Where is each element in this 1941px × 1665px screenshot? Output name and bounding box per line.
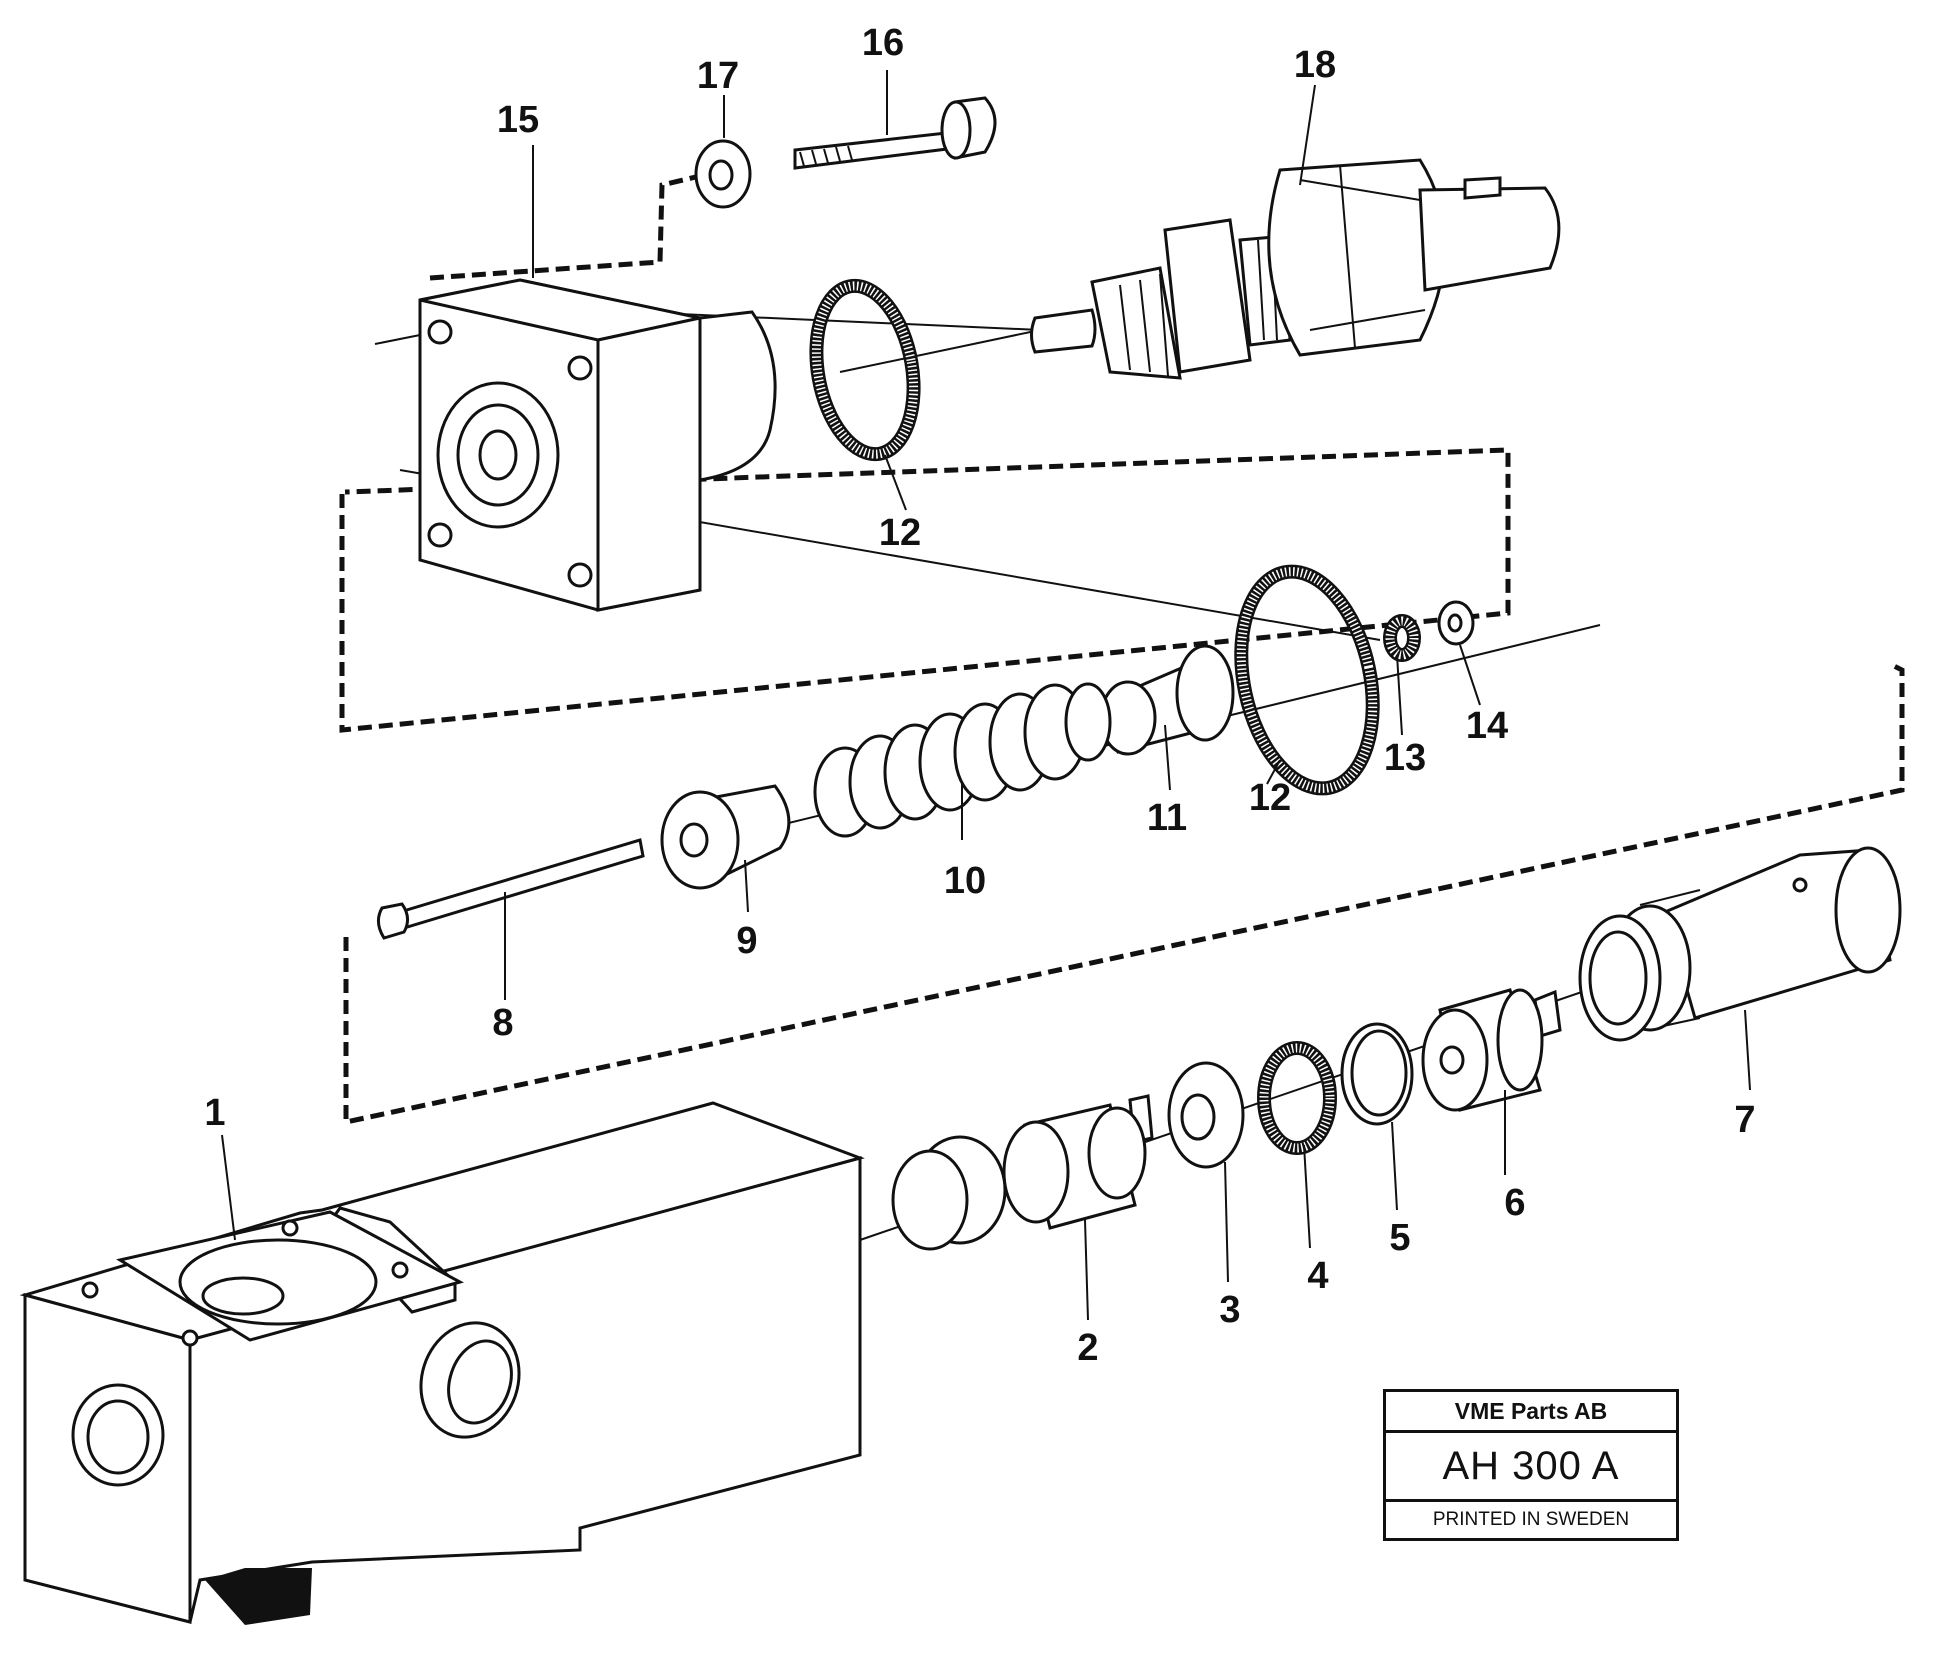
callout-4: 4 xyxy=(1307,1255,1328,1297)
callout-numbers: 1 2 3 4 5 6 7 8 9 10 11 12 13 14 12 15 1… xyxy=(204,22,1755,1369)
callout-15: 15 xyxy=(497,99,539,141)
part-8-pin xyxy=(377,838,645,940)
assembly-dashed-lines xyxy=(339,173,1905,1126)
part-13-washer xyxy=(1383,614,1421,662)
part-12-o-ring-middle xyxy=(1234,564,1380,796)
callout-6: 6 xyxy=(1504,1182,1525,1224)
callout-9: 9 xyxy=(736,920,757,962)
callout-2: 2 xyxy=(1077,1327,1098,1369)
part-2-piston xyxy=(891,1094,1154,1251)
callout-5: 5 xyxy=(1389,1217,1410,1259)
part-5-o-ring xyxy=(1340,1022,1414,1126)
callout-17: 17 xyxy=(697,55,739,97)
leader-lines xyxy=(221,70,1751,1321)
callout-1: 1 xyxy=(204,1092,225,1134)
callout-16: 16 xyxy=(862,22,904,64)
callout-13: 13 xyxy=(1384,737,1426,779)
part-7-sleeve xyxy=(1578,846,1902,1042)
callout-11: 11 xyxy=(1147,797,1187,839)
part-9-guide xyxy=(660,784,791,890)
part-1-valve-body xyxy=(19,1101,865,1625)
callout-7: 7 xyxy=(1734,1099,1755,1141)
part-16-bolt xyxy=(793,96,997,170)
stamp-company: VME Parts AB xyxy=(1386,1392,1676,1433)
part-11-piston xyxy=(1098,644,1235,756)
part-15-flange-housing xyxy=(418,278,777,612)
part-14-washer xyxy=(1437,600,1475,646)
part-17-washer xyxy=(694,139,752,209)
part-6-valve xyxy=(1421,988,1562,1112)
part-10-spring xyxy=(813,682,1112,838)
callout-3: 3 xyxy=(1219,1289,1240,1331)
stamp-printed-note: PRINTED IN SWEDEN xyxy=(1386,1499,1676,1538)
title-stamp: VME Parts AB AH 300 A PRINTED IN SWEDEN xyxy=(1383,1389,1679,1541)
callout-10: 10 xyxy=(944,860,986,902)
stamp-drawing-code: AH 300 A xyxy=(1442,1443,1620,1488)
part-4-o-ring xyxy=(1257,1041,1337,1155)
part-3-ring xyxy=(1167,1061,1245,1169)
callout-14: 14 xyxy=(1466,705,1508,747)
callout-18: 18 xyxy=(1294,44,1336,86)
part-18-pressure-switch xyxy=(1030,158,1561,380)
part-12-o-ring-top xyxy=(809,278,921,462)
callout-12-top: 12 xyxy=(879,512,921,554)
callout-12-middle: 12 xyxy=(1249,777,1291,819)
callout-8: 8 xyxy=(492,1002,513,1044)
